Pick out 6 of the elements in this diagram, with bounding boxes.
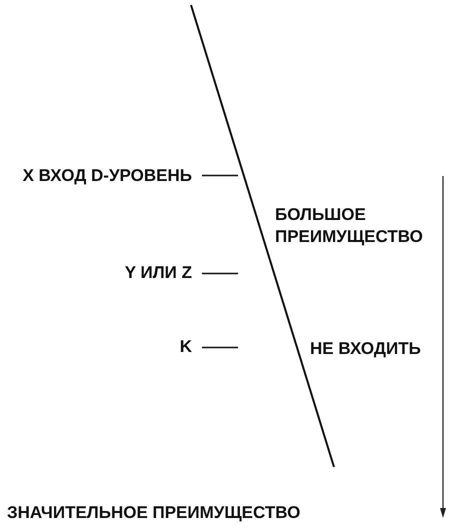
level-label: X ВХОД D-УРОВЕНЬ [22, 166, 192, 186]
scale-label: ЗНАЧИТЕЛЬНОЕ ПРЕИМУЩЕСТВО [7, 503, 300, 523]
zone-label: БОЛЬШОЕ ПРЕИМУЩЕСТВО [275, 204, 424, 248]
zone-label: НЕ ВХОДИТЬ [310, 339, 421, 359]
level-label: K [180, 337, 192, 357]
level-label: Y ИЛИ Z [124, 263, 192, 283]
